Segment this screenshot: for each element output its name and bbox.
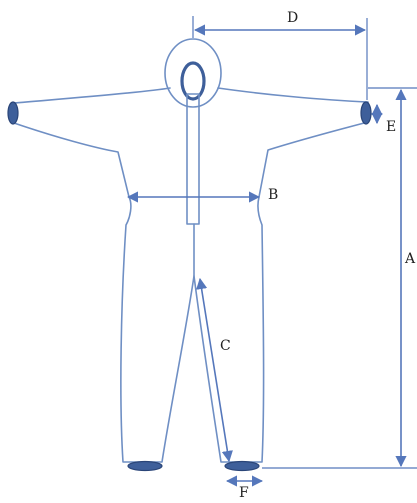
label-d: D [287, 10, 298, 26]
dimension-labels: D A B C E F [220, 10, 416, 501]
label-e: E [386, 119, 396, 135]
left-ankle-cuff [127, 460, 163, 472]
label-a: A [404, 251, 416, 267]
label-b: B [268, 187, 278, 203]
dimension-c-line [196, 277, 233, 463]
label-f: F [239, 485, 249, 501]
right-ankle-cuff [224, 460, 260, 472]
right-sleeve-cuff [360, 101, 372, 125]
reference-lines [192, 16, 417, 469]
left-sleeve-cuff [7, 101, 19, 125]
hood-outline [164, 38, 222, 108]
coverall-garment [7, 38, 372, 472]
dimension-lines [126, 24, 407, 487]
body-outline [13, 87, 369, 463]
face-opening [180, 61, 206, 101]
label-c: C [220, 338, 231, 354]
zipper-placket [186, 93, 200, 225]
